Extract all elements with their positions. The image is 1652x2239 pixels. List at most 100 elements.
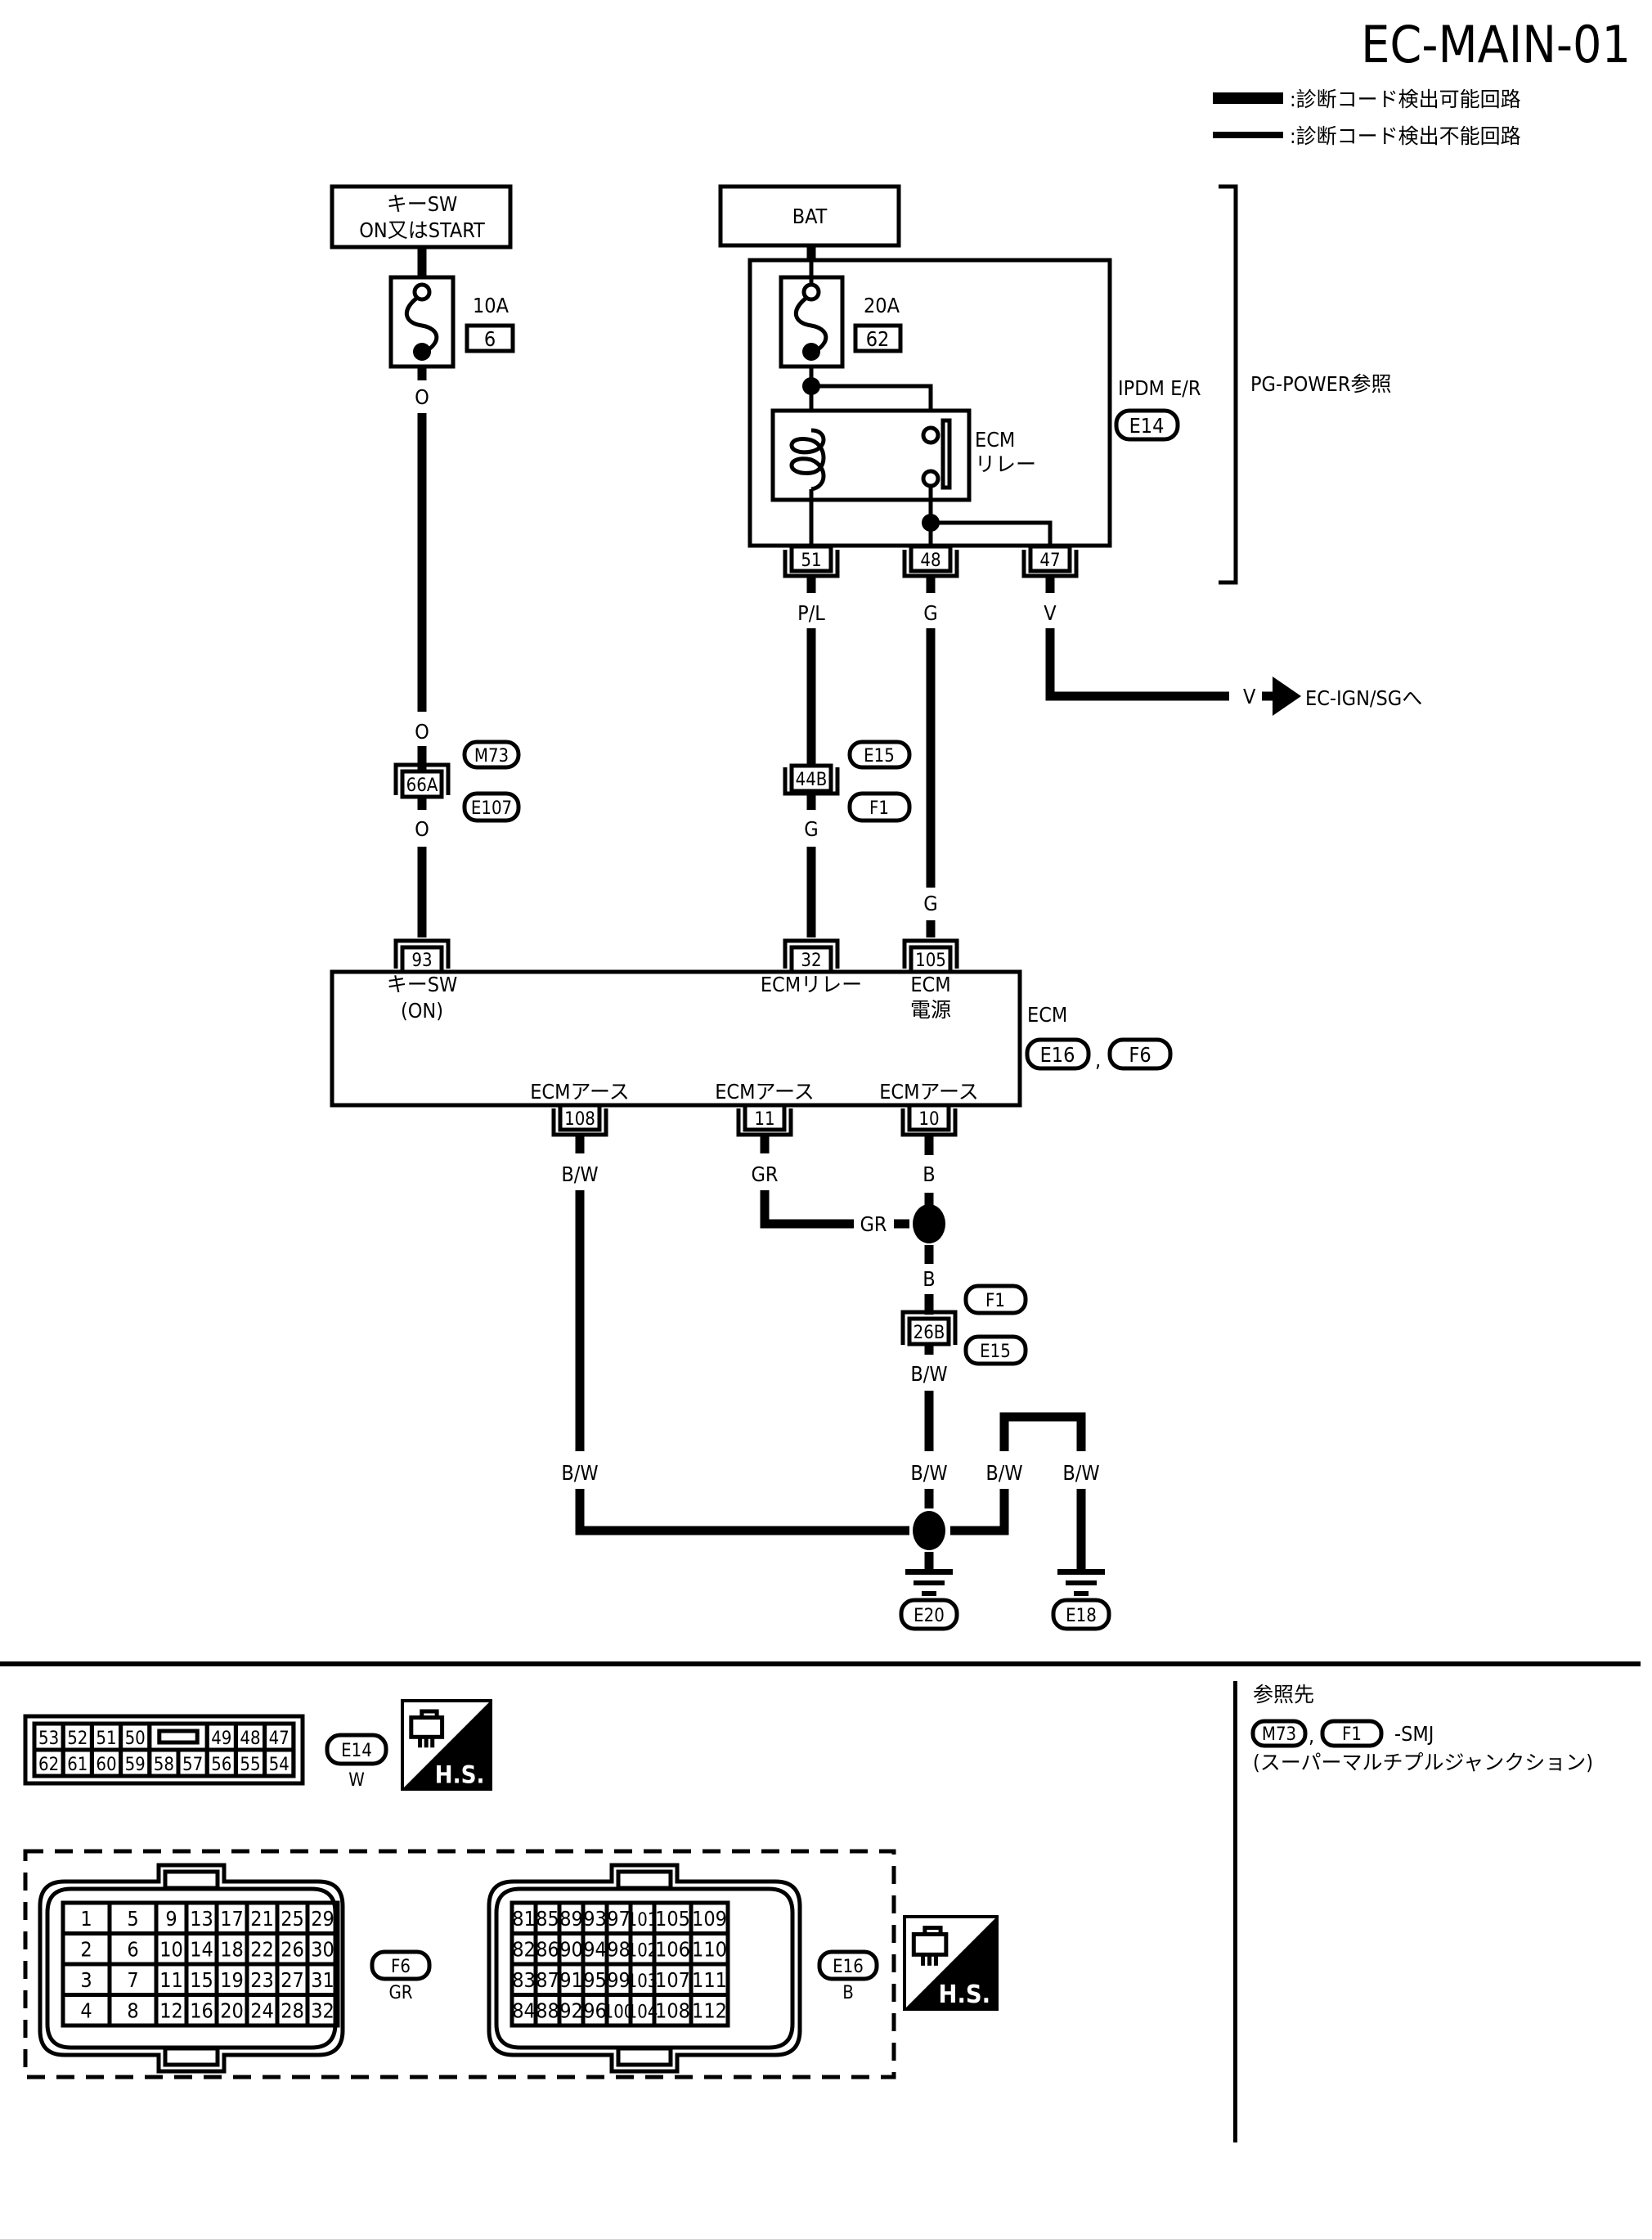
- cavity-number: 12: [159, 1999, 183, 2023]
- joint-connector-44b: [783, 763, 840, 796]
- cavity-number: 13: [190, 1907, 213, 1931]
- conn-badge-f6[interactable]: [1107, 1037, 1173, 1071]
- wire-color-51: P/L: [797, 601, 825, 625]
- joint-26b-pin: 26B: [914, 1323, 945, 1343]
- splice-dot: [913, 1204, 945, 1243]
- relay-label-2: リレー: [975, 452, 1036, 476]
- relay-label-1: ECM: [975, 428, 1015, 452]
- cavity-number: 16: [190, 1999, 213, 2023]
- cavity-number: 21: [250, 1907, 274, 1931]
- ipdm-pin-48: 48: [902, 544, 959, 593]
- pin-number: 105: [915, 951, 946, 971]
- cavity-number: 55: [240, 1755, 260, 1775]
- cavity-number: 25: [281, 1907, 304, 1931]
- pin-number: 11: [754, 1109, 774, 1130]
- e16-view-badge[interactable]: [817, 1949, 879, 1981]
- section-divider: [0, 1661, 1641, 1666]
- cavity-number: 50: [125, 1729, 146, 1749]
- ipdm-internal-wire: [931, 520, 1053, 546]
- cavity-number: 83: [512, 1968, 536, 1992]
- cavity-number: 24: [250, 1999, 274, 2023]
- conn-badge-e15-label: E15: [864, 746, 895, 767]
- fuse-20a-rating: 20A: [864, 294, 900, 317]
- ecm-connector-group: [23, 1849, 896, 2079]
- wire-color-o-lower: O: [415, 817, 429, 841]
- ecm-pin93-label-1: キーSW: [387, 973, 458, 996]
- f6-view-badge[interactable]: [370, 1949, 432, 1981]
- conn-badge-e16[interactable]: [1025, 1037, 1091, 1071]
- cavity-number: 18: [220, 1938, 244, 1962]
- battery-label: BAT: [792, 205, 828, 228]
- pin-number: 93: [411, 951, 432, 971]
- wire-gr: [760, 1190, 854, 1229]
- wire-color-48: G: [923, 601, 937, 625]
- fuse-20a-number-box: [853, 323, 903, 353]
- conn-badge-e15[interactable]: [847, 740, 912, 770]
- legend-thin-label: :診断コード検出不能回路: [1290, 124, 1521, 148]
- e16-view-badge-label: E16: [833, 1957, 864, 1977]
- ref-badge-m73-label: M73: [1262, 1724, 1296, 1745]
- pin-number: 51: [801, 551, 821, 571]
- conn-badge-f1-b-label: F1: [985, 1291, 1005, 1311]
- conn-badge-f1-label: F1: [869, 798, 889, 819]
- ecm-pin11-label: ECMアース: [715, 1080, 815, 1104]
- e14-view-badge-label: E14: [341, 1741, 372, 1761]
- wire-color-bw-26b: B/W: [910, 1362, 947, 1386]
- cavity-number: 94: [583, 1938, 607, 1962]
- ref-note: (スーパーマルチプルジャンクション): [1253, 1751, 1593, 1774]
- ground-badge-e18[interactable]: [1051, 1598, 1111, 1631]
- cavity-number: 82: [512, 1938, 536, 1962]
- e14-view-badge[interactable]: [325, 1733, 388, 1766]
- offpage-target[interactable]: EC-IGN/SGへ: [1305, 686, 1422, 710]
- ref-badge-m73[interactable]: [1250, 1719, 1308, 1748]
- cavity-number: 19: [220, 1968, 244, 1992]
- cavity-number: 32: [311, 1999, 334, 2023]
- cavity-number: 95: [583, 1968, 607, 1992]
- cavity-number: 26: [281, 1938, 304, 1962]
- wire-color-10: B: [923, 1162, 935, 1186]
- wire-color-o-upper: O: [415, 720, 429, 744]
- cavity-number: 54: [269, 1755, 290, 1775]
- ipdm-name: IPDM E/R: [1118, 376, 1201, 400]
- ground-badge-e18-label: E18: [1066, 1606, 1097, 1626]
- page-title: EC-MAIN-01: [1361, 15, 1631, 74]
- arrow-right-icon: [1273, 677, 1301, 716]
- cavity-number: 28: [281, 1999, 304, 2023]
- cavity-number: 52: [67, 1729, 88, 1749]
- ground-badge-e20[interactable]: [899, 1598, 959, 1631]
- conn-badge-e15-b[interactable]: [963, 1334, 1028, 1366]
- ipdm-pin-51: 51: [783, 544, 840, 593]
- cavity-number: 23: [250, 1968, 274, 1992]
- conn-badge-f1[interactable]: [847, 791, 912, 823]
- cavity-number: 58: [154, 1755, 174, 1775]
- key-switch-source: キーSW ON又はSTART: [330, 184, 513, 250]
- conn-badge-e107[interactable]: [462, 791, 521, 823]
- cavity-number: 92: [559, 1999, 583, 2023]
- conn-badge-e14[interactable]: [1114, 408, 1180, 442]
- conn-badge-f1-b[interactable]: [963, 1284, 1028, 1315]
- ref-badge-f1-label: F1: [1342, 1724, 1362, 1745]
- cavity-number: 59: [125, 1755, 146, 1775]
- pg-power-reference[interactable]: PG-POWER参照: [1250, 372, 1391, 396]
- ref-badge-f1[interactable]: [1320, 1719, 1384, 1748]
- cavity-number: 111: [692, 1968, 727, 1992]
- fuse-20a: [779, 262, 845, 369]
- fuse-20a-number: 62: [866, 327, 890, 351]
- cavity-number: 20: [220, 1999, 244, 2023]
- cavity-number: 85: [536, 1907, 559, 1931]
- wire-color-b-26b: B: [923, 1267, 935, 1291]
- fuse-10a: [388, 275, 456, 369]
- hs-label: H.S.: [939, 1980, 991, 2009]
- cavity-number: 91: [559, 1968, 583, 1992]
- ecm-relay: [770, 408, 972, 502]
- wire-color-11: GR: [751, 1162, 778, 1186]
- cavity-number: 30: [311, 1938, 334, 1962]
- conn-badge-m73[interactable]: [462, 740, 521, 770]
- wire-color-108: B/W: [561, 1162, 598, 1186]
- pin-number: 32: [801, 951, 821, 971]
- cavity-number: 107: [655, 1968, 690, 1992]
- fuse-10a-number-box: [465, 323, 515, 353]
- cavity-number: 84: [512, 1999, 536, 2023]
- e14-view-color: W: [348, 1770, 365, 1791]
- cavity-number: 22: [250, 1938, 274, 1962]
